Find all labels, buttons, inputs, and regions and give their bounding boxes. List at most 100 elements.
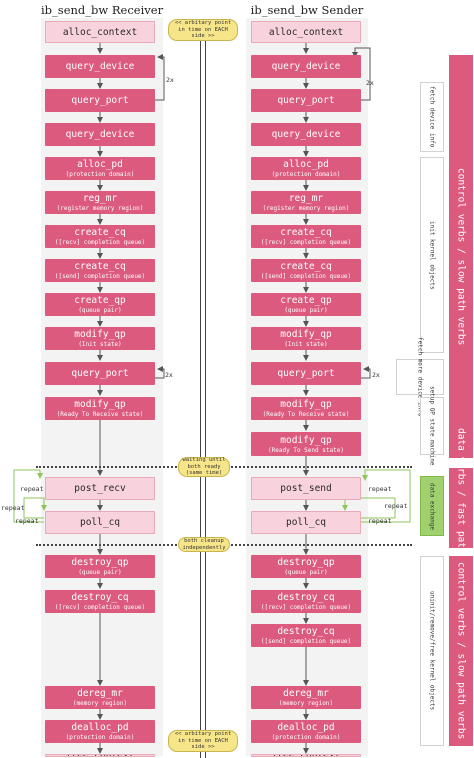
sender-alloc-context: alloc_context <box>251 21 361 43</box>
verb-label: dealloc_pd <box>277 722 335 733</box>
receiver-poll-cq: poll_cq <box>45 511 155 534</box>
sender-destroy-qp: destroy_qp(queue pair) <box>251 555 361 578</box>
verb-sublabel: ([recv] completion queue) <box>260 604 352 611</box>
loop-label-repeat: repeat <box>20 485 44 493</box>
verb-label: modify_qp <box>280 399 332 410</box>
loop-label-repeat: repeat <box>1 504 25 512</box>
sender-title: ib_send_bw Sender <box>250 3 364 17</box>
verb-label: query_device <box>271 61 341 72</box>
verb-sublabel: ([send] completion queue) <box>260 273 352 280</box>
receiver-modify-qp-rtr: modify_qp(Ready To Receive state) <box>45 397 155 420</box>
verb-sublabel: ([recv] completion queue) <box>54 239 146 246</box>
sender-poll-cq: poll_cq <box>251 511 361 534</box>
verb-sublabel: (queue pair) <box>284 569 328 576</box>
sender-post-send: post_send <box>251 477 361 500</box>
receiver-dealloc-pd: dealloc_pd(protection domain) <box>45 720 155 743</box>
verb-label: query_port <box>71 95 129 106</box>
verb-label: create_cq <box>280 261 332 272</box>
side-label-text: setup QP state machine <box>428 386 436 466</box>
verb-label: alloc_pd <box>283 159 329 170</box>
bar-label: data verbs / fast path verbs <box>455 427 467 589</box>
verb-label: modify_qp <box>280 329 332 340</box>
note-arbitrary-point-bottom: << arbitary point in time on EACH side >… <box>168 730 238 752</box>
verb-label: destroy_qp <box>277 557 335 568</box>
verb-label: destroy_cq <box>71 592 129 603</box>
verb-label: modify_qp <box>280 434 332 446</box>
sender-create-qp: create_qp(queue pair) <box>251 293 361 316</box>
verb-sublabel: (queue pair) <box>78 569 122 576</box>
verb-sublabel: (protection domain) <box>271 171 341 178</box>
sender-alloc-pd: alloc_pd(protection domain) <box>251 157 361 180</box>
verb-label: dealloc_pd <box>71 722 129 733</box>
verb-sublabel: (Ready To Receive state) <box>56 411 144 418</box>
bar-label: control verbs / slow path verbs <box>455 167 467 346</box>
verb-label: free_context <box>66 755 135 756</box>
side-label-text: uninit/remove/free kernel objects <box>428 591 436 711</box>
verb-sublabel: (Ready To Send state) <box>268 446 344 454</box>
verb-sublabel: ([send] completion queue) <box>260 638 352 645</box>
sender-dealloc-pd: dealloc_pd(protection domain) <box>251 720 361 743</box>
receiver-modify-qp-init: modify_qp(Init state) <box>45 327 155 350</box>
verb-label: destroy_cq <box>277 626 335 637</box>
sender-modify-qp-rts: modify_qp(Ready To Send state) <box>251 432 361 456</box>
label-fetch-more-device-info: fetch more device info <box>396 337 444 417</box>
receiver-alloc-context: alloc_context <box>45 21 155 43</box>
sender-dereg-mr: dereg_mr(memory region) <box>251 686 361 709</box>
receiver-destroy-qp: destroy_qp(queue pair) <box>45 555 155 578</box>
sender-query-device: query_device <box>251 55 361 78</box>
loop-label-repeat: repeat <box>368 485 392 493</box>
receiver-post-recv: post_recv <box>45 477 155 500</box>
verb-sublabel: (protection domain) <box>65 171 135 178</box>
verb-label: create_qp <box>74 295 126 306</box>
verb-label: post_recv <box>74 483 126 494</box>
receiver-title: ib_send_bw Receiver <box>41 3 164 17</box>
sender-modify-qp-init: modify_qp(Init state) <box>251 327 361 350</box>
verb-sublabel: ([recv] completion queue) <box>260 239 352 246</box>
receiver-query-port: query_port <box>45 89 155 112</box>
sender-create-cq-recv: create_cq([recv] completion queue) <box>251 225 361 248</box>
receiver-query-device-2: query_device <box>45 123 155 146</box>
loop-label-2x: 2x <box>166 76 174 84</box>
label-setup-qp-state-machine: setup QP state machine <box>420 386 444 466</box>
bar-control-slow-path-verbs: control verbs / slow path verbs <box>449 55 473 458</box>
receiver-alloc-pd: alloc_pd(protection domain) <box>45 157 155 180</box>
verb-label: query_device <box>65 61 135 72</box>
verb-label: free_context <box>272 755 341 756</box>
receiver-create-qp: create_qp(queue pair) <box>45 293 155 316</box>
verb-sublabel: (queue pair) <box>78 307 122 314</box>
loop-label-2x: 2x <box>366 79 374 87</box>
verb-sublabel: (queue pair) <box>284 307 328 314</box>
receiver-create-cq-recv: create_cq([recv] completion queue) <box>45 225 155 248</box>
sender-destroy-cq-recv: destroy_cq([recv] completion queue) <box>251 590 361 613</box>
receiver-dereg-mr: dereg_mr(memory region) <box>45 686 155 709</box>
verb-sublabel: (protection domain) <box>65 734 135 741</box>
receiver-query-device: query_device <box>45 55 155 78</box>
verb-sublabel: ([send] completion queue) <box>54 273 146 280</box>
verb-label: query_device <box>65 129 135 140</box>
sender-reg-mr: reg_mr(register memory region) <box>251 191 361 214</box>
receiver-create-cq-send: create_cq([send] completion queue) <box>45 259 155 282</box>
note-both-cleanup: both cleanup independently <box>178 537 230 552</box>
verb-sublabel: (Init state) <box>284 341 328 348</box>
side-label-text: data exchange <box>428 482 436 530</box>
timeline-lane <box>200 38 206 758</box>
verb-sublabel: (Init state) <box>78 341 122 348</box>
receiver-destroy-cq-recv: destroy_cq([recv] completion queue) <box>45 590 155 613</box>
verb-label: destroy_cq <box>277 592 335 603</box>
loop-label-2x: 2x <box>372 371 380 379</box>
verb-label: query_device <box>271 129 341 140</box>
sender-query-device-2: query_device <box>251 123 361 146</box>
receiver-query-port-2: query_port <box>45 362 155 385</box>
verb-label: query_port <box>277 95 335 106</box>
verb-label: modify_qp <box>74 399 126 410</box>
verb-sublabel: ([recv] completion queue) <box>54 604 146 611</box>
verb-sublabel: (protection domain) <box>271 734 341 741</box>
label-init-kernel-objects: init kernel objects <box>420 157 444 353</box>
verb-label: reg_mr <box>82 193 118 204</box>
bar-label: control verbs / slow path verbs <box>455 562 467 740</box>
verb-sublabel: (memory region) <box>72 700 128 707</box>
verb-label: create_cq <box>280 227 332 238</box>
verb-label: query_port <box>71 368 129 379</box>
note-waiting-both-ready: waiting until both ready (same time) <box>178 457 230 477</box>
label-uninit-kernel-objects: uninit/remove/free kernel objects <box>420 556 444 746</box>
